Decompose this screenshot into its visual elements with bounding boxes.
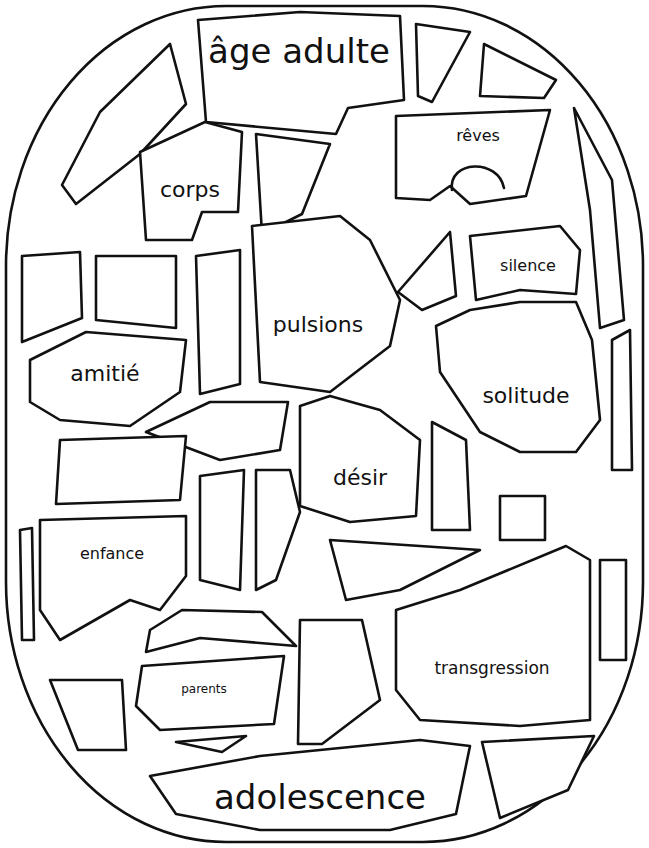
region-border [300,396,420,522]
maze-block [22,252,82,342]
maze-block [20,528,34,640]
maze-region: pulsions [252,216,400,392]
region-label: silence [500,257,556,275]
region-border [470,226,580,300]
maze-region: solitude [436,302,600,452]
maze-region: désir [300,396,420,522]
maze-region: âge adulte [198,12,404,134]
maze-block [200,470,244,590]
maze-block [600,560,626,660]
region-label: rêves [456,127,500,145]
region-border [252,216,400,392]
maze-block [500,496,545,540]
region-label: adolescence [214,779,426,816]
maze-block [298,620,380,744]
region-label: âge adulte [208,33,390,70]
region-outline [40,516,186,640]
region-border [136,656,284,730]
maze-block [416,24,470,102]
region-label: enfance [80,545,144,563]
maze-block [482,736,594,818]
maze-region: parents [136,656,284,730]
region-border [436,302,600,452]
region-border [396,110,550,204]
maze-region: rêves [396,110,550,204]
maze-block [612,330,632,470]
maze-block [50,680,126,750]
maze-region: enfance [40,516,186,640]
region-border [198,12,404,134]
region-outline [300,396,420,522]
region-border [30,332,186,426]
maze-region: transgression [396,546,590,726]
maze-region: amitié [30,332,186,426]
region-label: pulsions [273,313,363,337]
maze-block [96,256,176,328]
region-border [140,122,242,240]
maze-loop [452,166,504,190]
maze-block [480,44,556,98]
region-outline [198,12,404,134]
maze-block [146,610,296,652]
region-label: désir [333,466,387,490]
maze-region: silence [470,226,580,300]
maze-block [432,422,470,530]
maze-block [56,436,186,504]
region-label: solitude [482,384,569,408]
region-outline [436,302,600,452]
region-border [40,516,186,640]
region-label: corps [160,178,220,202]
region-border [396,546,590,726]
maze-block [176,736,246,752]
region-outline [396,110,550,204]
region-border [150,740,470,830]
maze-block [196,250,240,394]
maze-border [6,6,643,842]
maze-block [574,108,624,328]
region-label: amitié [70,362,139,386]
maze-region: adolescence [150,740,470,830]
maze-block [256,470,300,590]
maze-block [398,232,456,310]
region-label: parents [181,683,227,696]
region-label: transgression [434,659,549,678]
maze-region: corps [140,122,242,240]
region-outline [396,546,590,726]
region-outline [252,216,400,392]
